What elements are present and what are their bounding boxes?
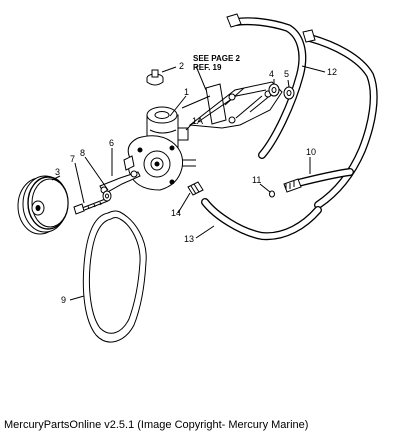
callout-11: 11 bbox=[252, 175, 261, 185]
callout-9: 9 bbox=[61, 295, 66, 305]
pulley-3 bbox=[17, 175, 69, 235]
callout-4: 4 bbox=[269, 69, 274, 79]
callout-2: 2 bbox=[179, 61, 184, 71]
washer-4 bbox=[268, 83, 280, 97]
adjusting-arm-6 bbox=[99, 170, 141, 195]
image-caption: MercuryPartsOnline v2.5.1 (Image Copyrig… bbox=[4, 419, 309, 431]
see-page-note: SEE PAGE 2 bbox=[193, 54, 241, 63]
o-ring-11 bbox=[269, 190, 275, 198]
nut-5 bbox=[283, 86, 295, 100]
callout-14: 14 bbox=[171, 208, 181, 218]
hose-12 bbox=[226, 13, 378, 209]
callout-1a: 1A bbox=[192, 116, 203, 126]
callout-1: 1 bbox=[184, 87, 189, 97]
bolt-7 bbox=[73, 197, 109, 215]
hose-13 bbox=[201, 198, 322, 241]
hose-10 bbox=[283, 168, 354, 193]
reference-note: REF. 19 bbox=[193, 63, 222, 72]
washer-8 bbox=[102, 190, 112, 202]
callout-13: 13 bbox=[184, 234, 194, 244]
callout-10: 10 bbox=[306, 147, 316, 157]
callout-12: 12 bbox=[327, 67, 337, 77]
callout-5: 5 bbox=[284, 69, 289, 79]
callout-3: 3 bbox=[55, 167, 60, 177]
leader-lines bbox=[51, 65, 326, 301]
drive-belt-9 bbox=[82, 210, 147, 343]
reservoir-cap-2 bbox=[146, 69, 164, 86]
callout-6: 6 bbox=[109, 138, 114, 148]
fitting-14 bbox=[187, 181, 204, 196]
mounting-bracket bbox=[181, 81, 283, 129]
power-steering-pump bbox=[123, 106, 196, 191]
callout-8: 8 bbox=[80, 148, 85, 158]
callout-7: 7 bbox=[70, 154, 75, 164]
